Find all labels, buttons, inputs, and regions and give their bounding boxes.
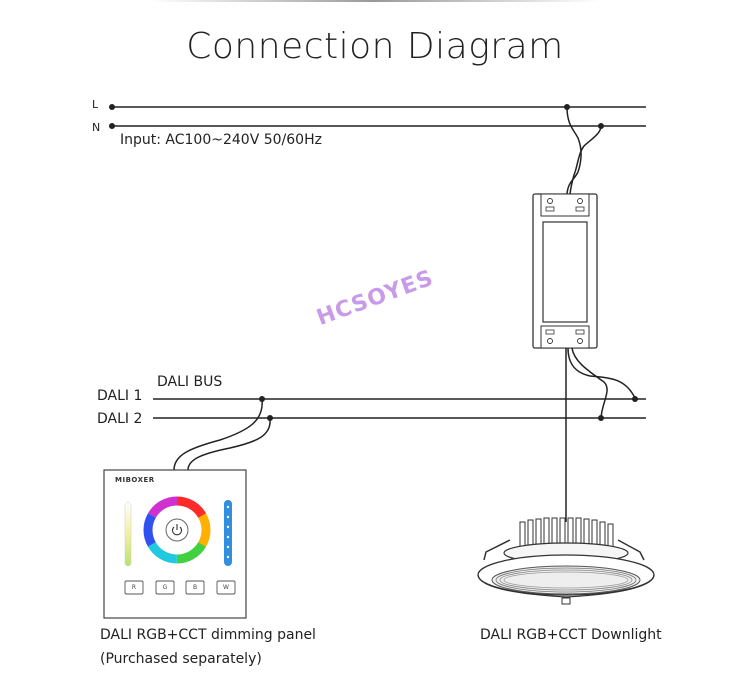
dali1-label: DALI 1 [97, 388, 143, 404]
line-l-label: L [92, 98, 99, 111]
driver-input-wires [566, 106, 602, 195]
panel-button-r [124, 580, 144, 595]
power-icon [171, 524, 183, 536]
driver-output-wires [565, 347, 636, 522]
dali-bus-lines [153, 396, 646, 421]
panel-button-b-label: B [192, 584, 198, 591]
panel-button-w-label: W [223, 584, 229, 591]
panel-button-w [216, 580, 236, 595]
panel-caption-note: (Purchased separately) [100, 651, 262, 667]
dali2-label: DALI 2 [97, 411, 143, 427]
top-divider [150, 0, 600, 2]
panel-wires [173, 398, 271, 471]
panel-caption: DALI RGB+CCT dimming panel [100, 627, 316, 643]
panel-button-b [185, 580, 205, 595]
line-n-label: N [92, 121, 101, 134]
downlight-caption: DALI RGB+CCT Downlight [480, 627, 662, 643]
panel-button-g-label: G [162, 584, 168, 591]
panel-button-r-label: R [131, 584, 137, 591]
input-voltage-label: Input: AC100~240V 50/60Hz [120, 132, 322, 148]
downlight [477, 517, 655, 605]
dali-dimming-panel [103, 469, 247, 619]
dali-driver [532, 193, 598, 349]
power-lines [109, 104, 646, 129]
page-title: Connection Diagram [186, 26, 564, 67]
cct-slider [124, 501, 132, 567]
dali-bus-label: DALI BUS [157, 374, 223, 390]
panel-button-g [155, 580, 175, 595]
brightness-slider [224, 500, 232, 566]
panel-brand-logo: MIBOXER [115, 476, 155, 484]
